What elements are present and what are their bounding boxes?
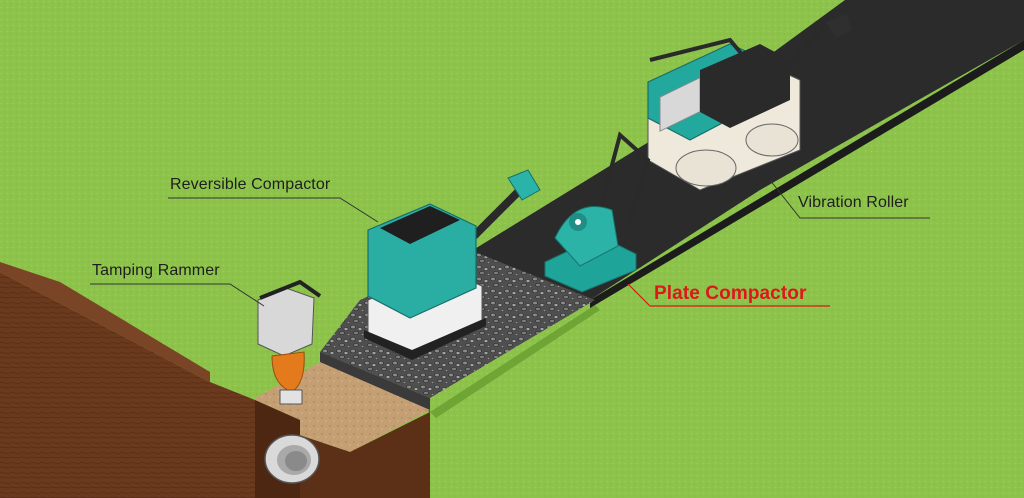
trench-soil-left xyxy=(0,272,255,498)
leader-plate-compactor xyxy=(627,283,830,307)
plate-compactor-machine xyxy=(544,131,651,293)
label-tamping-rammer: Tamping Rammer xyxy=(92,262,220,279)
label-plate-compactor: Plate Compactor xyxy=(654,283,807,304)
drain-pipe xyxy=(264,434,320,484)
vibration-roller-machine xyxy=(647,14,852,191)
grass-foreground-edge xyxy=(430,305,600,418)
grass-foreground xyxy=(430,50,1024,498)
tamping-rammer-machine xyxy=(257,279,322,405)
reversible-compactor-machine xyxy=(364,169,541,360)
leader-tamping-rammer xyxy=(90,283,265,307)
trench-soil-top xyxy=(0,262,210,382)
leader-reversible-compactor xyxy=(168,197,379,223)
gravel-bed-side xyxy=(320,352,430,412)
label-reversible-compactor: Reversible Compactor xyxy=(170,176,331,193)
asphalt-road-edge xyxy=(590,40,1024,310)
label-vibration-roller: Vibration Roller xyxy=(798,194,909,211)
leader-vibration-roller xyxy=(769,179,930,219)
